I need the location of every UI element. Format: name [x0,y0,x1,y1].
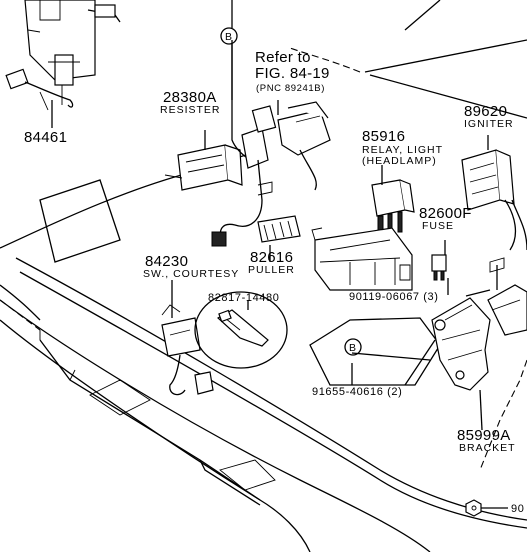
marker-b-top: B [220,27,238,45]
callout-85999a: 85999A [457,427,511,444]
marker-b-mid-label: B [349,342,357,354]
callout-82817-14480: 82817-14480 [208,292,279,304]
callout-relay-line1: RELAY, LIGHT [362,144,443,156]
part-85999a-bracket [431,257,527,431]
part-82616-puller [257,215,301,243]
callout-82616: 82616 [250,249,293,266]
bolt-90 [465,499,508,517]
part-84461-assembly [5,0,121,111]
callout-90-cut: 90 [511,503,524,515]
part-82600f-fuse [431,240,447,281]
callout-84230: 84230 [145,253,188,270]
part-89620-igniter [461,135,527,251]
callout-82600f: 82600F [419,205,472,222]
callout-refer-line2: FIG. 84-19 [255,65,330,82]
part-84230-courtesy-switch [161,280,214,396]
callout-refer-line1: Refer to [255,49,311,66]
callout-28380a: 28380A [163,89,217,106]
callout-85916: 85916 [362,128,405,145]
part-82817-14480-clip [194,291,288,369]
callout-fuse: FUSE [422,220,454,232]
relay-block [311,227,413,291]
marker-b-mid: B [344,338,362,356]
callout-relay-line2: (HEADLAMP) [362,155,437,167]
callout-84461: 84461 [24,129,67,146]
marker-b-top-label: B [225,31,233,43]
callout-89620: 89620 [464,103,507,120]
callout-puller: PULLER [248,264,295,276]
callout-resister: RESISTER [160,104,221,116]
part-28380a-resister [164,130,243,191]
callout-refer-pnc: (PNC 89241B) [256,83,325,94]
callout-courtesy: SW., COURTESY [143,268,239,280]
callout-bracket: BRACKET [459,442,516,454]
callout-91655-40616: 91655-40616 (2) [312,386,402,398]
part-headlamp-harness [211,40,331,247]
callout-igniter: IGNITER [464,118,514,130]
dashed-reference-lines [0,47,527,471]
leader-lines [51,0,491,386]
callout-90119-06067: 90119-06067 (3) [349,291,439,303]
